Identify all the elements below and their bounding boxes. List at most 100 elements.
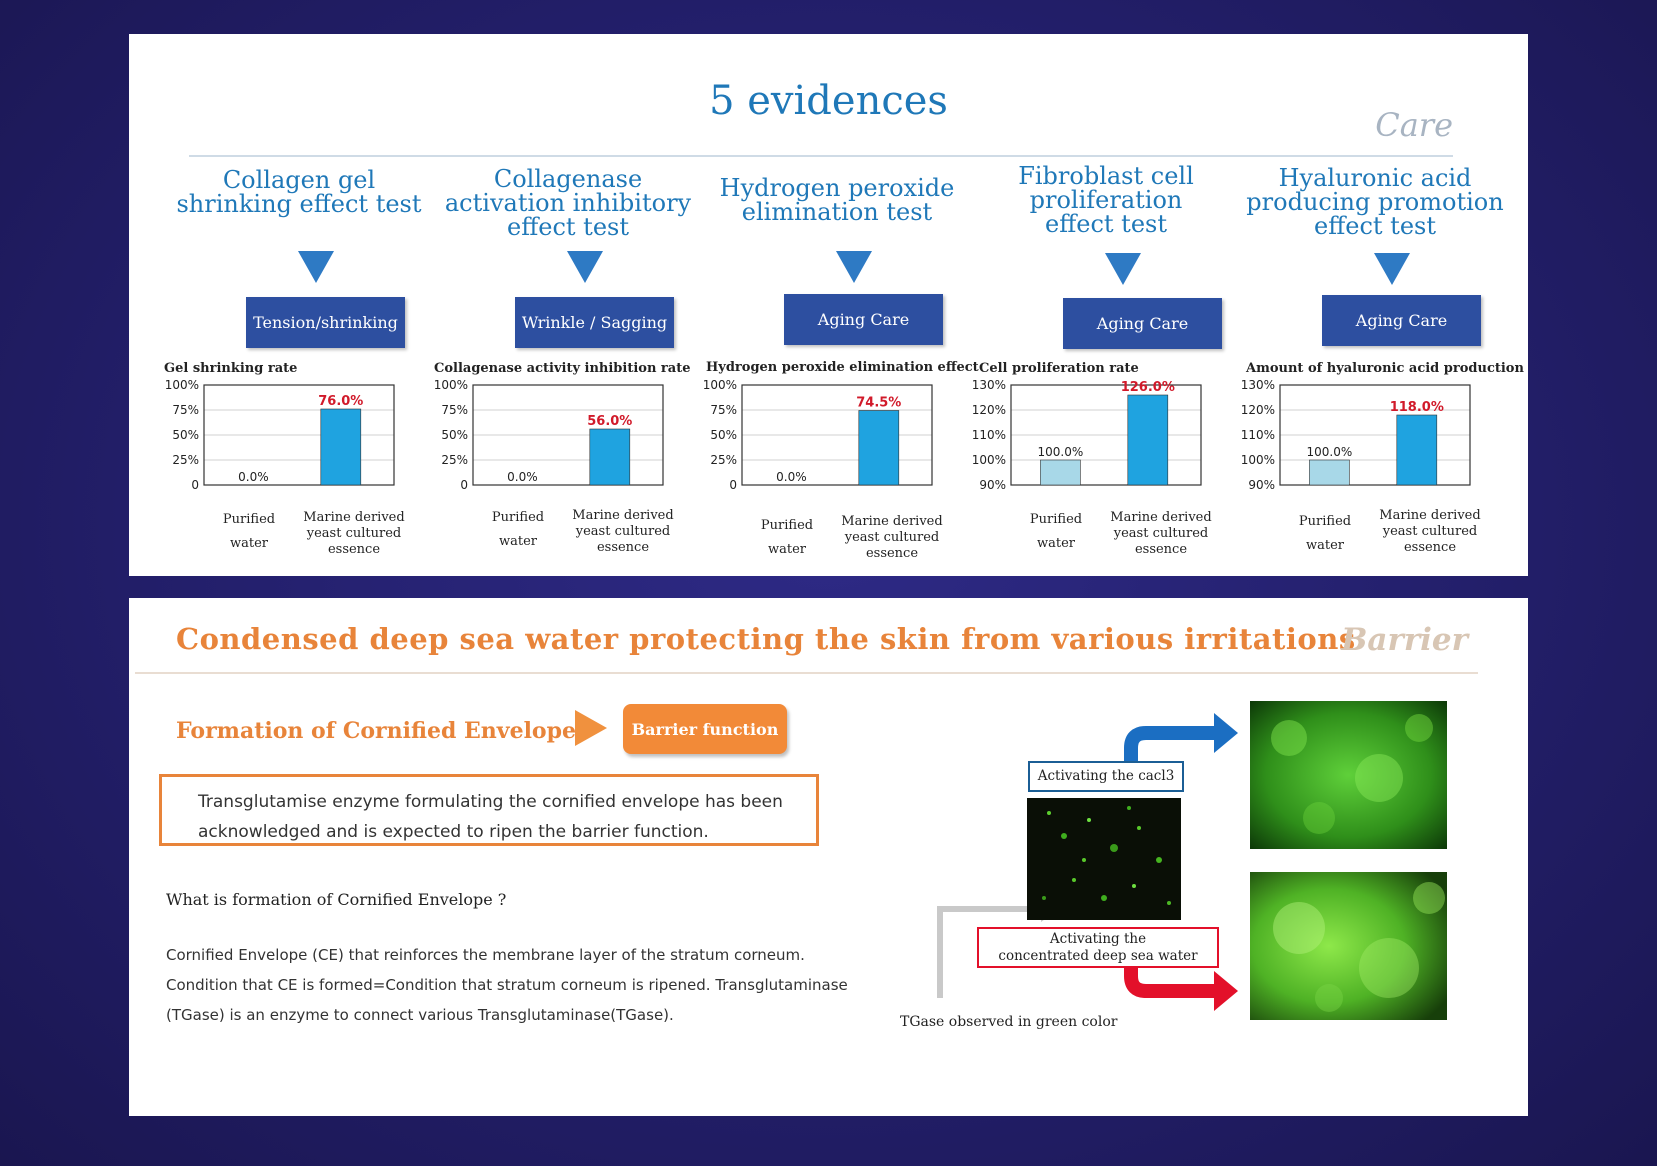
category-label-line: Purified bbox=[760, 518, 814, 533]
data-label: 0.0% bbox=[776, 470, 807, 484]
y-tick-label: 90% bbox=[1248, 478, 1275, 492]
y-tick-label: 50% bbox=[710, 428, 737, 442]
y-tick-label: 25% bbox=[172, 453, 199, 467]
category-label-line: yeast cultured bbox=[575, 524, 671, 539]
y-tick-label: 75% bbox=[710, 403, 737, 417]
category-label-line: essence bbox=[1134, 542, 1188, 557]
barrier-label: Barrier bbox=[1341, 622, 1468, 658]
barrier-panel: Condensed deep sea water protecting the … bbox=[129, 598, 1528, 1116]
chart-title: Amount of hyaluronic acid production bbox=[1246, 361, 1524, 376]
y-tick-label: 100% bbox=[972, 453, 1006, 467]
micrograph-cacl3-image bbox=[1250, 701, 1447, 849]
category-label-line: water bbox=[1305, 538, 1344, 553]
test-title-line: Collagen gel bbox=[222, 166, 376, 194]
test-title: Collagen gel shrinking effect test bbox=[164, 168, 434, 216]
bar bbox=[1396, 414, 1438, 486]
bar bbox=[320, 408, 362, 486]
test-title-line: effect test bbox=[1045, 210, 1167, 238]
category-label-line: essence bbox=[596, 540, 650, 555]
bar bbox=[1040, 459, 1081, 486]
y-tick-label: 50% bbox=[172, 428, 199, 442]
bar bbox=[589, 428, 631, 486]
down-triangle-icon bbox=[567, 251, 603, 283]
micrograph-control-image bbox=[1027, 798, 1181, 920]
chart-title: Hydrogen peroxide elimination effect bbox=[706, 360, 979, 375]
y-tick-label: 75% bbox=[441, 403, 468, 417]
category-label-line: essence bbox=[1403, 540, 1457, 555]
category-label-water: Purified water bbox=[214, 508, 284, 556]
data-label: 76.0% bbox=[318, 394, 363, 409]
category-label-essence: Marine derived yeast cultured essence bbox=[563, 508, 683, 556]
category-label-essence: Marine derived yeast cultured essence bbox=[1370, 508, 1490, 556]
category-label-line: Purified bbox=[491, 510, 545, 525]
category-label-water: Purified water bbox=[752, 514, 822, 562]
bar bbox=[1309, 459, 1350, 486]
summary-line: acknowledged and is expected to ripen th… bbox=[198, 822, 709, 842]
category-label-line: essence bbox=[865, 546, 919, 561]
category-box: Aging Care bbox=[1322, 295, 1481, 346]
evidence-column-hydrogen-peroxide: Hydrogen peroxide elimination test Aging… bbox=[702, 34, 979, 576]
bar-chart-hydrogen-peroxide: 100%75%50%25%00.0%74.5% bbox=[703, 379, 933, 492]
evidence-column-collagen-gel: Collagen gel shrinking effect test Tensi… bbox=[164, 34, 434, 576]
plot-frame bbox=[741, 384, 933, 486]
category-label-water: Purified water bbox=[1021, 508, 1091, 556]
test-title-line: elimination test bbox=[741, 198, 933, 226]
category-label-water: Purified water bbox=[1290, 510, 1360, 558]
category-label-line: essence bbox=[327, 542, 381, 557]
data-label: 126.0% bbox=[1121, 380, 1175, 395]
test-title-line: shrinking effect test bbox=[176, 190, 422, 218]
category-label-line: Marine derived bbox=[1379, 508, 1481, 523]
right-arrow-icon bbox=[575, 710, 607, 746]
category-box: Tension/shrinking bbox=[246, 297, 405, 348]
category-box: Aging Care bbox=[1063, 298, 1222, 349]
bar-chart-cell-proliferation: 130%120%110%100%90%100.0%126.0% bbox=[972, 379, 1202, 492]
category-label-line: Marine derived bbox=[303, 510, 405, 525]
category-label-essence: Marine derived yeast cultured essence bbox=[1101, 510, 1221, 558]
chart-title: Collagenase activity inhibition rate bbox=[434, 361, 691, 376]
y-tick-label: 25% bbox=[441, 453, 468, 467]
deep-sea-label-line: concentrated deep sea water bbox=[998, 948, 1198, 964]
y-tick-label: 110% bbox=[972, 428, 1006, 442]
micrograph-deep-sea-water-image bbox=[1250, 872, 1447, 1020]
test-title-line: activation inhibitory bbox=[444, 189, 692, 217]
down-triangle-icon bbox=[1105, 253, 1141, 285]
category-label-line: Marine derived bbox=[841, 514, 943, 529]
category-box: Aging Care bbox=[784, 294, 943, 345]
deep-sea-water-label: Activating the concentrated deep sea wat… bbox=[977, 927, 1219, 968]
test-title: Hydrogen peroxide elimination test bbox=[702, 176, 972, 224]
tgase-diagram bbox=[937, 701, 1447, 1020]
question-heading: What is formation of Cornified Envelope … bbox=[166, 890, 507, 909]
test-title-line: Hydrogen peroxide bbox=[719, 174, 955, 202]
category-label-line: yeast cultured bbox=[306, 526, 402, 541]
title-divider bbox=[189, 155, 1453, 157]
data-label: 56.0% bbox=[587, 414, 632, 429]
y-tick-label: 120% bbox=[1241, 403, 1275, 417]
evidence-column-fibroblast: Fibroblast cell proliferation effect tes… bbox=[971, 34, 1241, 576]
description-line: (TGase) is an enzyme to connect various … bbox=[166, 1006, 674, 1024]
plot-frame bbox=[1279, 384, 1471, 486]
evidences-title: 5 evidences bbox=[709, 78, 948, 124]
plot-frame bbox=[472, 384, 664, 486]
bar bbox=[1127, 394, 1169, 486]
y-tick-label: 130% bbox=[972, 379, 1006, 392]
test-title: Fibroblast cell proliferation effect tes… bbox=[971, 164, 1241, 236]
barrier-divider bbox=[135, 672, 1478, 674]
category-label-line: yeast cultured bbox=[1382, 524, 1478, 539]
data-label: 118.0% bbox=[1390, 400, 1444, 415]
test-title-line: Fibroblast cell bbox=[1018, 162, 1194, 190]
plot-frame bbox=[203, 384, 395, 486]
test-title-line: effect test bbox=[507, 213, 629, 241]
y-tick-label: 0 bbox=[191, 478, 199, 492]
data-label: 0.0% bbox=[238, 470, 269, 484]
barrier-title: Condensed deep sea water protecting the … bbox=[176, 622, 1356, 656]
summary-box: Transglutamise enzyme formulating the co… bbox=[159, 774, 819, 846]
y-tick-label: 110% bbox=[1241, 428, 1275, 442]
bar-chart-gel-shrinking: 100%75%50%25%00.0%76.0% bbox=[165, 379, 395, 492]
category-label-line: yeast cultured bbox=[844, 530, 940, 545]
y-tick-label: 0 bbox=[729, 478, 737, 492]
category-label-line: Marine derived bbox=[572, 508, 674, 523]
y-tick-label: 100% bbox=[703, 379, 737, 392]
y-tick-label: 130% bbox=[1241, 379, 1275, 392]
y-tick-label: 0 bbox=[460, 478, 468, 492]
category-label-line: water bbox=[229, 536, 268, 551]
